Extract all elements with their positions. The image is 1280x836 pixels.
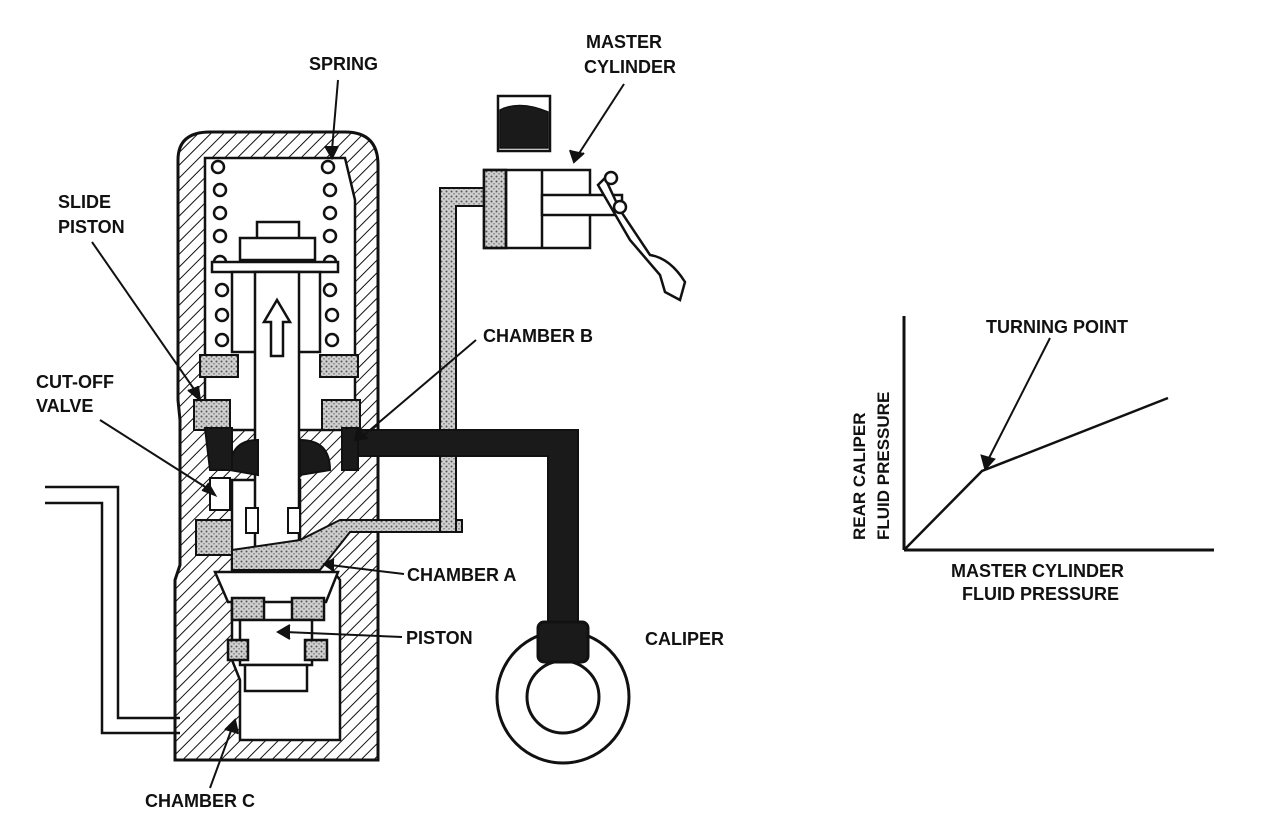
turning-point-leader: [987, 337, 1051, 461]
graph-turning-point-label: TURNING POINT: [986, 317, 1128, 337]
graph-xlabel-2: FLUID PRESSURE: [962, 584, 1119, 604]
label-master-cylinder-2: CYLINDER: [584, 57, 676, 77]
graph-ylabel-1: REAR CALIPER: [850, 412, 869, 540]
leader-lines: [91, 79, 625, 789]
diagram-labels: SPRING MASTER CYLINDER SLIDE PISTON CHAM…: [36, 32, 724, 811]
label-caliper: CALIPER: [645, 629, 724, 649]
label-cut-off-valve-2: VALVE: [36, 396, 93, 416]
chamber-a-fluid: [231, 519, 463, 571]
chamber-b-fluid: [203, 427, 359, 477]
label-chamber-b: CHAMBER B: [483, 326, 593, 346]
graph-ylabel-2: FLUID PRESSURE: [874, 392, 893, 540]
plunger: [210, 220, 340, 574]
caliper: [495, 620, 631, 765]
turning-point-arrowhead: [980, 454, 996, 472]
label-slide-piston-2: PISTON: [58, 217, 125, 237]
chamber-c-line: [45, 485, 180, 735]
piston: [213, 570, 340, 693]
pressure-curve: [903, 396, 1169, 551]
cut-off-valve: [195, 477, 301, 556]
graph-xlabel-1: MASTER CYLINDER: [951, 561, 1124, 581]
label-chamber-a: CHAMBER A: [407, 565, 516, 585]
label-cut-off-valve-1: CUT-OFF: [36, 372, 114, 392]
label-slide-piston-1: SLIDE: [58, 192, 111, 212]
label-piston: PISTON: [406, 628, 473, 648]
master-cylinder: [482, 94, 687, 302]
pressure-graph: TURNING POINT REAR CALIPER FLUID PRESSUR…: [850, 316, 1214, 604]
label-chamber-c: CHAMBER C: [145, 791, 255, 811]
label-master-cylinder-1: MASTER: [586, 32, 662, 52]
label-spring: SPRING: [309, 54, 378, 74]
